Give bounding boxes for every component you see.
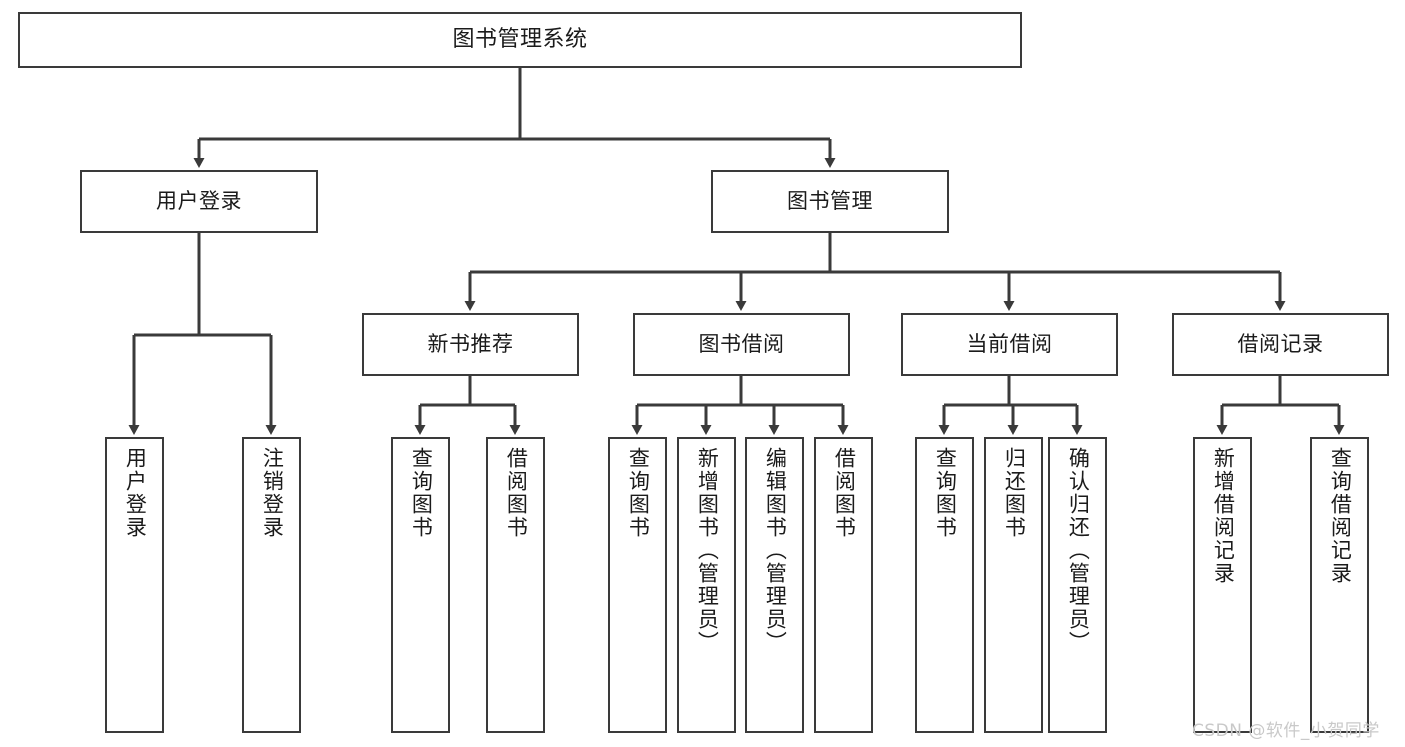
node-label: 查询图书 (933, 447, 958, 539)
node-leaf-logout[interactable]: 注销登录 (242, 437, 301, 733)
node-label: 新增借阅记录 (1211, 447, 1236, 585)
node-leaf-query-record[interactable]: 查询借阅记录 (1310, 437, 1369, 733)
node-borrow-record[interactable]: 借阅记录 (1172, 313, 1389, 376)
node-label: 当前借阅 (966, 331, 1053, 356)
node-book-borrow[interactable]: 图书借阅 (633, 313, 850, 376)
node-label: 借阅图书 (504, 447, 529, 539)
node-label: 查询图书 (409, 447, 434, 539)
node-label: 用户登录 (123, 447, 148, 539)
node-label: 注销登录 (260, 447, 285, 539)
node-label: 图书借阅 (698, 331, 785, 356)
node-leaf-add-book[interactable]: 新增图书（管理员） (677, 437, 736, 733)
node-label: 归还图书 (1002, 447, 1027, 539)
node-label: 确认归还（管理员） (1066, 447, 1091, 654)
node-leaf-borrow-book-2[interactable]: 借阅图书 (814, 437, 873, 733)
node-label: 借阅图书 (832, 447, 857, 539)
node-leaf-add-record[interactable]: 新增借阅记录 (1193, 437, 1252, 733)
node-book-manage[interactable]: 图书管理 (711, 170, 949, 233)
csdn-watermark: CSDN @软件_小贺同学 (1192, 721, 1380, 741)
node-current-borrow[interactable]: 当前借阅 (901, 313, 1118, 376)
node-leaf-user-login[interactable]: 用户登录 (105, 437, 164, 733)
node-leaf-query-book-3[interactable]: 查询图书 (915, 437, 974, 733)
node-leaf-query-book-1[interactable]: 查询图书 (391, 437, 450, 733)
node-label: 借阅记录 (1237, 331, 1324, 356)
node-leaf-borrow-book-1[interactable]: 借阅图书 (486, 437, 545, 733)
node-new-book-recommend[interactable]: 新书推荐 (362, 313, 579, 376)
node-label: 查询图书 (626, 447, 651, 539)
node-label: 新增图书（管理员） (695, 447, 720, 654)
node-leaf-query-book-2[interactable]: 查询图书 (608, 437, 667, 733)
node-user-login[interactable]: 用户登录 (80, 170, 318, 233)
node-label: 新书推荐 (427, 331, 514, 356)
node-label: 查询借阅记录 (1328, 447, 1353, 585)
node-label: 图书管理系统 (452, 26, 588, 52)
node-leaf-edit-book[interactable]: 编辑图书（管理员） (745, 437, 804, 733)
node-root-system[interactable]: 图书管理系统 (18, 12, 1022, 68)
node-label: 用户登录 (156, 188, 242, 213)
node-label: 图书管理 (787, 188, 873, 213)
node-label: 编辑图书（管理员） (763, 447, 788, 654)
node-leaf-confirm-return[interactable]: 确认归还（管理员） (1048, 437, 1107, 733)
node-leaf-return-book[interactable]: 归还图书 (984, 437, 1043, 733)
